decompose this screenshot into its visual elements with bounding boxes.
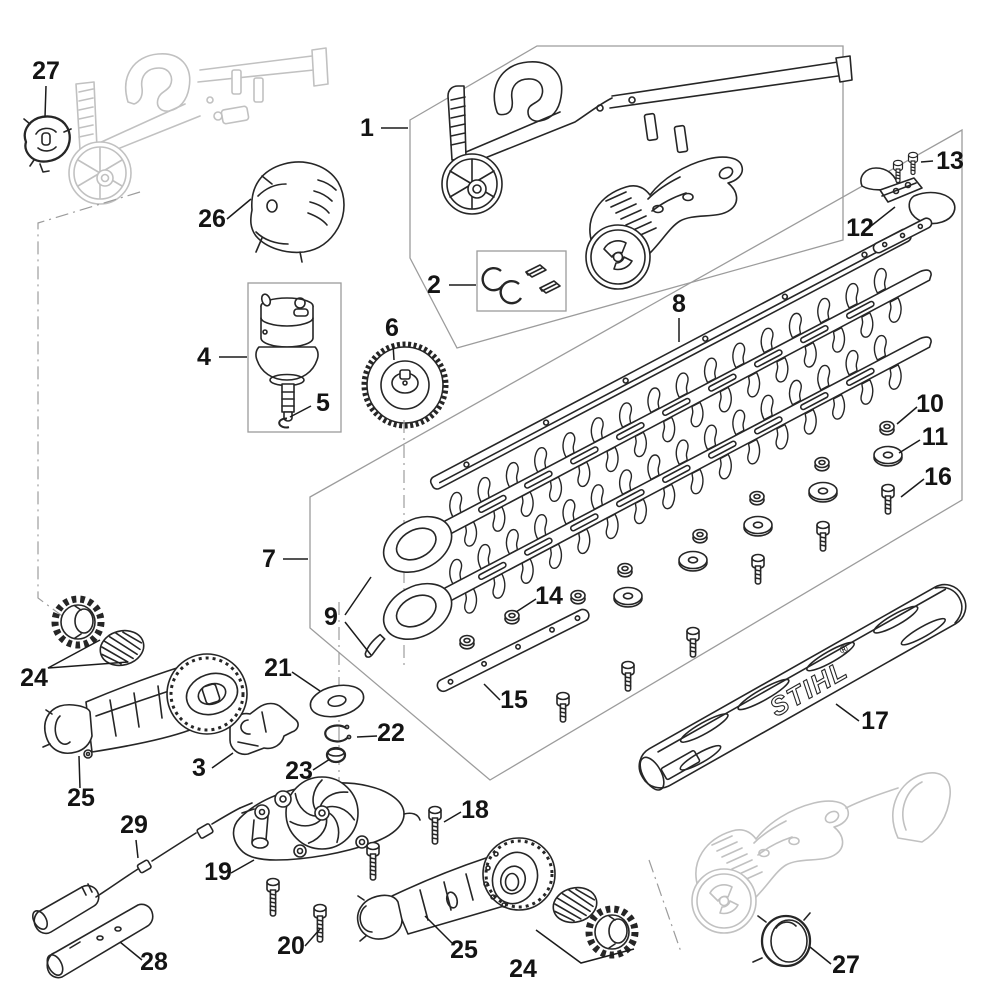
part-9-lower-blade xyxy=(364,316,943,658)
group-box-2 xyxy=(476,250,567,312)
part-label-2: 2 xyxy=(427,271,441,299)
part-17-scabbard: STIHL ® xyxy=(638,583,967,791)
part-15-bar xyxy=(436,608,590,693)
part-6-gear xyxy=(361,341,449,429)
part-label-8: 8 xyxy=(672,290,686,318)
part-19-gearbox-cover xyxy=(232,776,421,861)
part-12-tip-guard xyxy=(860,167,956,254)
group-box-4 xyxy=(247,282,342,433)
part-label-23: 23 xyxy=(285,757,313,785)
group-box-1 xyxy=(409,45,844,349)
reference-assembly-top-left xyxy=(68,47,329,205)
part-label-16: 16 xyxy=(924,463,952,491)
part-label-24-top: 24 xyxy=(20,664,48,692)
part-label-13: 13 xyxy=(936,147,964,175)
part-label-27-bottom: 27 xyxy=(832,951,860,979)
callouts: 1 2 3 4 5 6 7 8 9 10 11 12 13 14 15 16 1… xyxy=(20,57,964,983)
part-label-22: 22 xyxy=(377,719,405,747)
part-5-ring xyxy=(278,417,290,429)
part-label-26: 26 xyxy=(198,205,226,233)
part-label-1: 1 xyxy=(360,114,374,142)
part-label-11: 11 xyxy=(922,423,949,451)
part-24-sprocket-spring-top xyxy=(55,599,149,671)
part-label-17: 17 xyxy=(861,707,889,735)
reference-assembly-bottom-right xyxy=(691,772,951,934)
part-label-4: 4 xyxy=(197,343,211,371)
part-28-tube xyxy=(46,903,154,979)
part-27-cap-bottom xyxy=(752,912,812,968)
centerline-bottom-right xyxy=(648,859,682,953)
part-label-25-top: 25 xyxy=(67,784,95,812)
part-label-3: 3 xyxy=(192,754,206,782)
part-label-15: 15 xyxy=(500,686,528,714)
part-1-frame-assembly xyxy=(441,55,853,215)
part-label-24-bottom: 24 xyxy=(509,955,537,983)
part-label-18: 18 xyxy=(461,796,489,824)
part-label-20: 20 xyxy=(277,932,305,960)
part-27-cap-top xyxy=(23,115,72,173)
part-label-7: 7 xyxy=(262,545,276,573)
part-label-19: 19 xyxy=(204,858,232,886)
part-label-10: 10 xyxy=(916,390,944,418)
part-label-14: 14 xyxy=(535,582,563,610)
part-25-gearbox-arm-top xyxy=(42,653,248,759)
part-4-electric-motor xyxy=(255,293,319,422)
part-3-latch xyxy=(229,702,299,756)
part-label-12: 12 xyxy=(846,214,874,242)
part-22-circlip xyxy=(324,724,352,743)
part-26-cover xyxy=(250,161,345,263)
part-23-bushing xyxy=(325,746,347,764)
part-label-9: 9 xyxy=(324,603,338,631)
group-box-7 xyxy=(309,128,963,781)
part-label-5: 5 xyxy=(316,389,330,417)
part-label-25-bottom: 25 xyxy=(450,936,478,964)
part-21-washer xyxy=(309,684,365,718)
part-8-guide-rail xyxy=(429,228,912,490)
part-8-upper-blade xyxy=(373,249,944,585)
part-label-21: 21 xyxy=(264,654,292,682)
centerline-left xyxy=(37,191,141,636)
part-24-spring-sprocket-bottom xyxy=(548,882,635,955)
part-2-clips-and-keys xyxy=(481,264,561,305)
part-25-drive-arm-bottom xyxy=(356,837,556,942)
part-label-28: 28 xyxy=(140,948,168,976)
part-label-29: 29 xyxy=(120,811,148,839)
part-label-6: 6 xyxy=(385,314,399,342)
part-1-motor-housing xyxy=(585,156,744,290)
part-29-cable xyxy=(31,802,255,935)
part-label-27-top: 27 xyxy=(32,57,60,85)
